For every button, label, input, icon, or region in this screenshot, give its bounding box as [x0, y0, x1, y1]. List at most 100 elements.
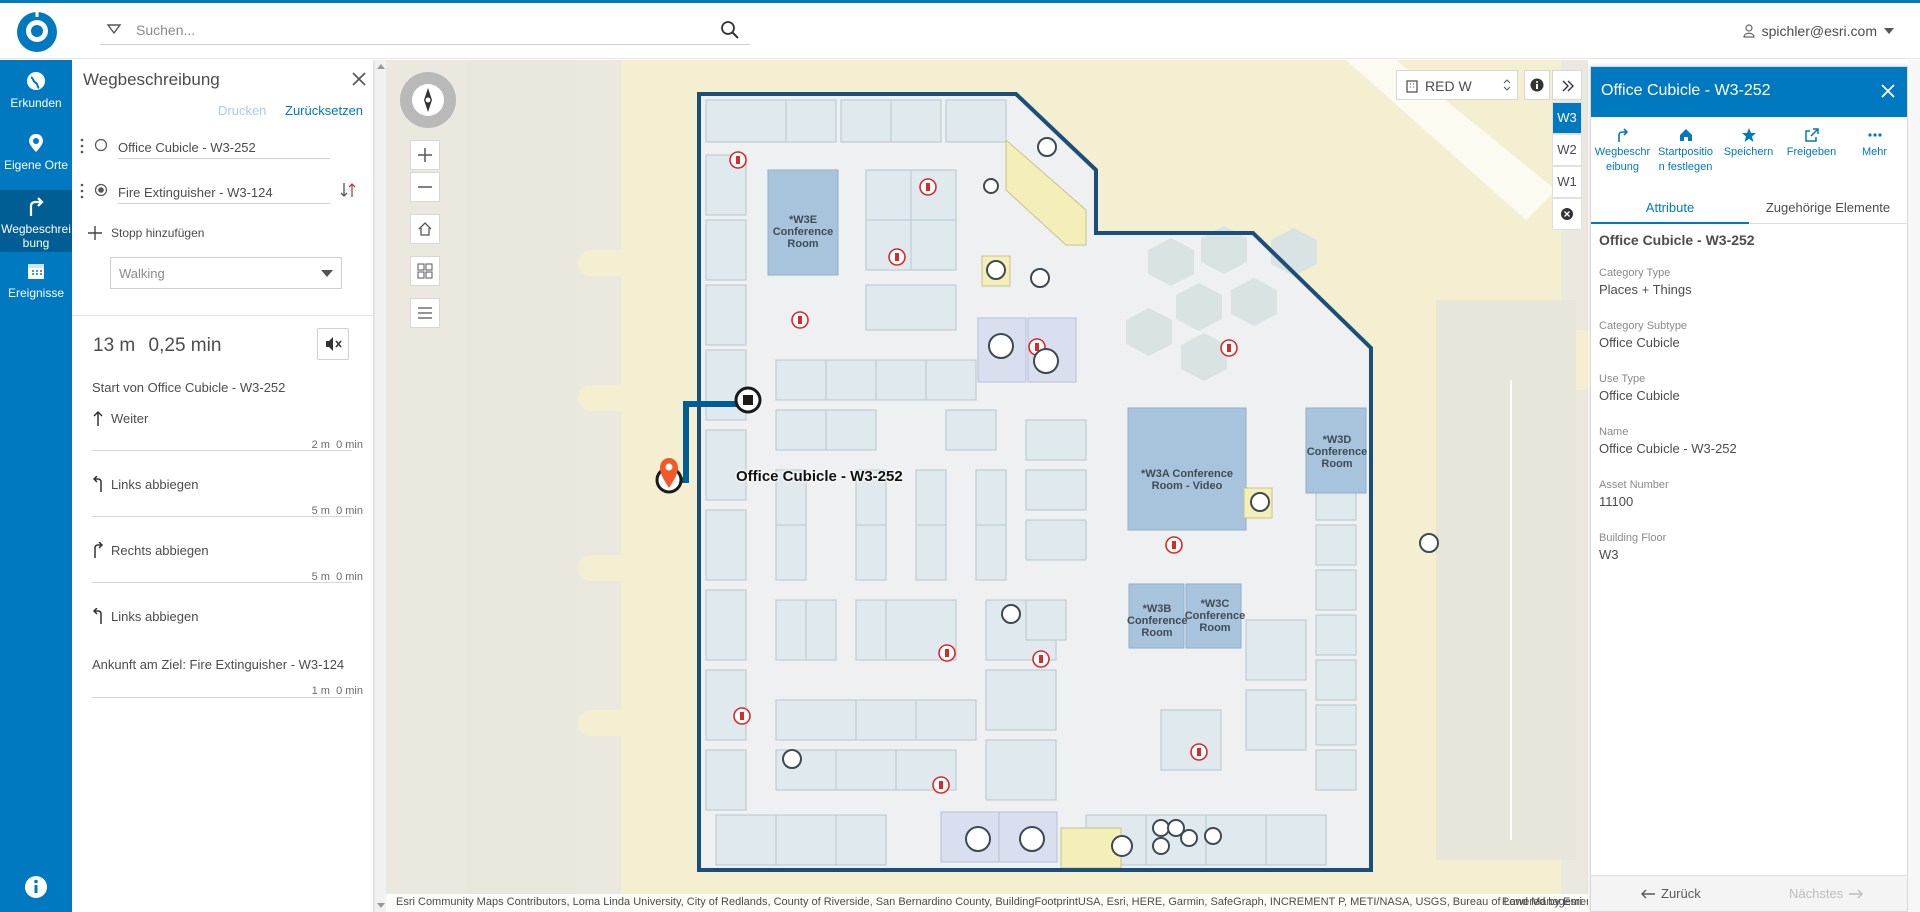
back-button[interactable]: Zurück [1641, 886, 1701, 901]
double-chevron-right-icon [1562, 80, 1574, 92]
turn-right-icon [1617, 128, 1628, 142]
arrow-right-icon [1849, 889, 1864, 898]
origin-circle-icon [94, 138, 108, 152]
panel-title: Wegbeschreibung [83, 70, 220, 89]
travel-mode-select[interactable]: Walking [110, 257, 342, 289]
direction-start[interactable]: Start von Office Cubicle - W3-252 [92, 380, 286, 395]
zoom-out-button[interactable] [410, 172, 440, 202]
plus-icon [88, 226, 102, 240]
drag-handle-icon[interactable] [80, 183, 84, 199]
close-icon[interactable] [1879, 82, 1897, 100]
drag-handle-icon[interactable] [80, 138, 84, 154]
reset-link[interactable]: Zurücksetzen [285, 103, 364, 118]
print-link[interactable]: Drucken [218, 103, 267, 118]
destination-input[interactable] [118, 176, 330, 204]
app-header: spichler@esri.com [0, 3, 1920, 59]
turn-right-icon [29, 197, 44, 216]
app-logo-icon[interactable] [14, 9, 60, 55]
step-divider [92, 582, 352, 583]
share-button[interactable]: Freigeben [1780, 127, 1843, 160]
details-title: Office Cubicle - W3-252 [1601, 82, 1771, 99]
facility-info-button[interactable] [1524, 70, 1550, 100]
page-scrollbar[interactable] [1908, 60, 1920, 912]
arrow-up-icon [93, 410, 103, 426]
floor-item-w3[interactable]: W3 [1552, 102, 1582, 134]
powered-by[interactable]: Powered by Esri [1501, 896, 1582, 908]
origin-input[interactable] [118, 131, 330, 159]
stop-origin [80, 131, 360, 161]
voice-guidance-button[interactable] [317, 328, 349, 360]
nav-item-directions[interactable]: Wegbeschrei bung [0, 190, 72, 252]
selected-feature-label: Office Cubicle - W3-252 [736, 468, 903, 485]
search-icon[interactable] [720, 20, 740, 40]
legend-button[interactable] [410, 298, 440, 328]
add-stop-button[interactable]: Stopp hinzufügen [88, 226, 204, 240]
nav-label: bung [22, 236, 50, 250]
nav-item-my-places[interactable]: Eigene Orte [0, 132, 72, 188]
tab-attributes[interactable]: Attribute [1591, 194, 1749, 224]
plus-icon [418, 148, 432, 162]
floorplan-map [386, 60, 1588, 912]
direction-step[interactable]: Links abbiegen [92, 476, 198, 492]
chevron-down-icon [321, 270, 333, 277]
search-source-dropdown-icon[interactable] [106, 21, 122, 37]
floor-item-w2[interactable]: W2 [1552, 134, 1582, 166]
direction-step[interactable]: Weiter [92, 410, 148, 426]
search-input[interactable] [136, 17, 706, 43]
direction-step[interactable]: Rechts abbiegen [92, 542, 209, 558]
floor-panel-toggle[interactable] [1552, 70, 1582, 100]
zoom-in-button[interactable] [410, 140, 440, 170]
facility-value: RED W [1425, 78, 1472, 94]
swap-stops-icon[interactable] [339, 181, 357, 199]
details-tabs: Attribute Zugehörige Elemente [1591, 194, 1907, 224]
facility-select[interactable]: RED W [1396, 70, 1518, 100]
close-icon[interactable] [350, 70, 368, 88]
details-header: Office Cubicle - W3-252 [1591, 67, 1907, 117]
basemap-gallery-button[interactable] [410, 256, 440, 286]
user-name: spichler@esri.com [1761, 23, 1877, 39]
summary-time: 0,25 min [148, 335, 222, 356]
tab-related-elements[interactable]: Zugehörige Elemente [1765, 200, 1891, 215]
step-divider [92, 450, 352, 451]
panel-scrollbar[interactable] [374, 60, 386, 912]
destination-circle-icon [94, 183, 108, 197]
star-icon [1741, 128, 1756, 142]
turn-right-icon [94, 542, 104, 558]
clear-circle-icon [1561, 208, 1573, 220]
floor-item-w1[interactable]: W1 [1552, 166, 1582, 198]
minus-icon [418, 186, 432, 188]
step-meta: 5 m 0 min [311, 571, 363, 583]
compass-button[interactable] [400, 72, 456, 128]
step-divider [92, 697, 352, 698]
save-button[interactable]: Speichern [1717, 127, 1780, 160]
user-menu[interactable]: spichler@esri.com [1743, 23, 1894, 39]
nav-item-events[interactable]: Ereignisse [0, 260, 72, 316]
nav-label: Eigene Orte [3, 158, 69, 172]
panel-divider [72, 315, 373, 316]
direction-step[interactable]: Links abbiegen [92, 608, 198, 624]
search-bar [100, 15, 750, 45]
home-icon [418, 222, 432, 236]
grid-icon [417, 263, 433, 279]
home-button[interactable] [410, 214, 440, 244]
info-icon[interactable] [23, 874, 49, 900]
next-button[interactable]: Nächstes [1789, 886, 1864, 901]
nav-item-explore[interactable]: Erkunden [0, 70, 72, 126]
more-button[interactable]: Mehr [1843, 127, 1906, 160]
direction-arrival[interactable]: Ankunft am Ziel: Fire Extinguisher - W3-… [92, 657, 345, 672]
clear-floor-button[interactable] [1552, 198, 1582, 230]
info-icon [1530, 78, 1544, 92]
travel-mode-value: Walking [119, 266, 165, 281]
